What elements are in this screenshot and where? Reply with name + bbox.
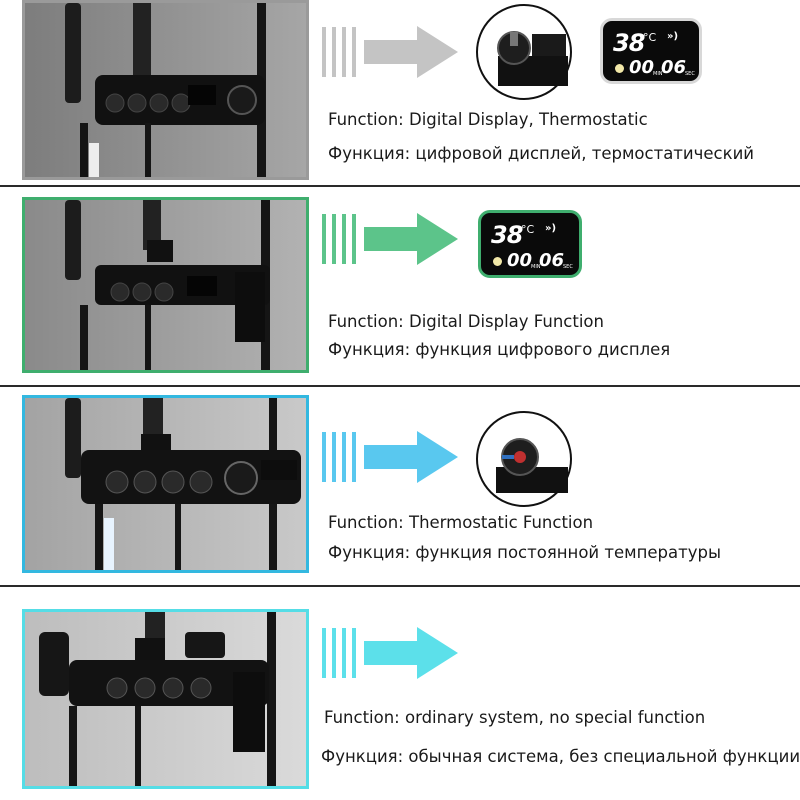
row-divider [0, 585, 800, 587]
shower-photo-3 [22, 395, 309, 573]
row-ordinary: Function: ordinary system, no special fu… [0, 587, 800, 800]
display-wave-icon: ») [545, 223, 557, 234]
arrow-right-icon [322, 26, 458, 78]
digital-display: 38 °C ») 00 MIN 06 SEC [600, 18, 702, 84]
row-divider [0, 185, 800, 187]
display-unit: °C [521, 223, 535, 236]
display-wave-icon: ») [667, 31, 679, 42]
function-english: Function: Thermostatic Function [328, 513, 594, 532]
function-english: Function: Digital Display, Thermostatic [328, 110, 648, 129]
function-english: Function: Digital Display Function [328, 312, 604, 331]
display-sec-label: SEC [685, 71, 695, 77]
display-min-label: MIN [531, 264, 541, 270]
row-thermostatic: Function: Thermostatic Function Функция:… [0, 387, 800, 585]
shower-photo-1 [22, 0, 309, 180]
row-divider [0, 385, 800, 387]
function-russian: Функция: функция постоянной температуры [328, 543, 721, 562]
row-digital-display: 38 °C ») 00 MIN 06 SEC Function: Digital… [0, 187, 800, 385]
display-minutes: 00 [629, 57, 655, 78]
thermostat-knob-icon [476, 411, 572, 511]
display-minutes: 00 [507, 250, 533, 271]
row-digital-thermostatic: 38 °C ») 00 MIN 06 SEC Function: Digital… [0, 0, 800, 185]
arrow-right-icon [322, 627, 458, 679]
thermostat-knob-icon [476, 4, 572, 104]
shower-photo-4 [22, 609, 309, 789]
display-sec-label: SEC [563, 264, 573, 270]
display-dot-icon [493, 257, 502, 266]
function-english: Function: ordinary system, no special fu… [324, 708, 706, 727]
display-temperature: 38 [613, 29, 645, 57]
display-seconds: 06 [539, 250, 565, 271]
display-dot-icon [615, 64, 624, 73]
function-russian: Функция: обычная система, без специально… [321, 747, 800, 766]
display-unit: °C [643, 31, 657, 44]
display-temperature: 38 [491, 221, 523, 249]
arrow-right-icon [322, 431, 458, 483]
arrow-right-icon [322, 213, 458, 265]
digital-display: 38 °C ») 00 MIN 06 SEC [478, 210, 582, 278]
function-russian: Функция: цифровой дисплей, термостатичес… [328, 144, 755, 163]
shower-photo-2 [22, 197, 309, 373]
display-seconds: 06 [661, 57, 687, 78]
display-min-label: MIN [653, 71, 663, 77]
function-russian: Функция: функция цифрового дисплея [328, 340, 671, 359]
